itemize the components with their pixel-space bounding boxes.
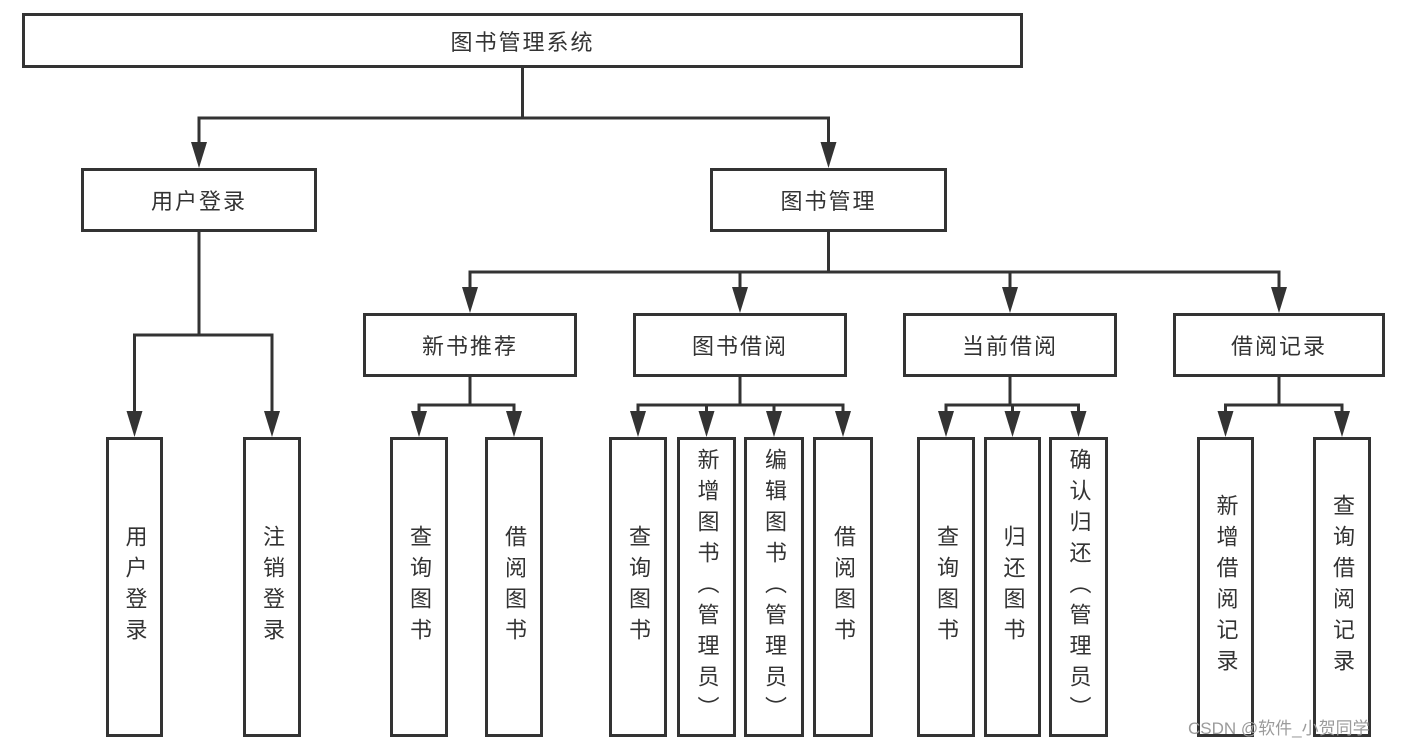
node-bb-add: 新增图书（管理员） <box>677 437 736 737</box>
node-logout: 注销登录 <box>243 437 301 737</box>
node-root: 图书管理系统 <box>22 13 1023 68</box>
arrowhead <box>264 411 280 437</box>
node-label-nb-query: 查询图书 <box>407 525 432 649</box>
node-label-root: 图书管理系统 <box>450 29 595 55</box>
arrowhead <box>1004 411 1021 437</box>
node-nb-query: 查询图书 <box>390 437 448 737</box>
node-label-logout: 注销登录 <box>260 525 285 649</box>
arrowhead <box>1334 411 1350 437</box>
node-label-user-login: 用户登录 <box>150 189 247 214</box>
node-label-bb-add: 新增图书（管理员） <box>694 447 720 727</box>
node-label-br-add: 新增借阅记录 <box>1213 494 1239 680</box>
node-login: 用户登录 <box>106 437 163 737</box>
node-label-current-borrow: 当前借阅 <box>961 334 1058 359</box>
node-label-book-borrow: 图书借阅 <box>691 334 788 359</box>
node-bb-borrow: 借阅图书 <box>813 437 873 737</box>
arrowhead <box>1217 411 1234 437</box>
node-label-bb-query: 查询图书 <box>626 525 651 649</box>
arrowhead <box>820 142 837 168</box>
node-cb-confirm: 确认归还（管理员） <box>1049 437 1108 737</box>
node-label-cb-confirm: 确认归还（管理员） <box>1066 447 1092 727</box>
arrowhead <box>126 411 143 437</box>
arrowhead <box>938 411 954 437</box>
arrowhead <box>630 411 646 437</box>
node-br-add: 新增借阅记录 <box>1197 437 1254 737</box>
node-current-borrow: 当前借阅 <box>903 313 1117 377</box>
arrowhead <box>732 287 748 313</box>
node-bb-edit: 编辑图书（管理员） <box>744 437 804 737</box>
node-bb-query: 查询图书 <box>609 437 667 737</box>
node-nb-borrow: 借阅图书 <box>485 437 543 737</box>
node-book-borrow: 图书借阅 <box>633 313 847 377</box>
node-label-nb-borrow: 借阅图书 <box>502 525 527 649</box>
arrowhead <box>698 411 715 437</box>
node-new-books: 新书推荐 <box>363 313 577 377</box>
node-cb-query: 查询图书 <box>917 437 975 737</box>
arrowhead <box>411 411 427 437</box>
arrowhead <box>766 411 782 437</box>
node-label-cb-query: 查询图书 <box>934 525 959 649</box>
node-label-book-mgmt: 图书管理 <box>780 189 877 214</box>
node-label-br-query: 查询借阅记录 <box>1330 494 1355 680</box>
arrowhead <box>462 287 478 313</box>
arrowhead <box>506 411 522 437</box>
watermark: CSDN @软件_小贺同学 <box>1188 719 1370 738</box>
arrowhead <box>1271 287 1287 313</box>
arrowhead <box>835 411 851 437</box>
node-book-mgmt: 图书管理 <box>710 168 947 232</box>
node-borrow-records: 借阅记录 <box>1173 313 1385 377</box>
node-label-login: 用户登录 <box>122 525 148 649</box>
node-label-bb-borrow: 借阅图书 <box>831 525 856 649</box>
arrowhead <box>1070 411 1087 437</box>
arrowhead <box>191 142 207 168</box>
node-cb-return: 归还图书 <box>984 437 1041 737</box>
node-label-cb-return: 归还图书 <box>1000 525 1026 649</box>
arrowhead <box>1002 287 1018 313</box>
node-label-new-books: 新书推荐 <box>421 334 518 359</box>
node-label-borrow-records: 借阅记录 <box>1230 334 1327 359</box>
node-label-bb-edit: 编辑图书（管理员） <box>762 447 787 727</box>
node-user-login: 用户登录 <box>81 168 317 232</box>
node-br-query: 查询借阅记录 <box>1313 437 1371 737</box>
